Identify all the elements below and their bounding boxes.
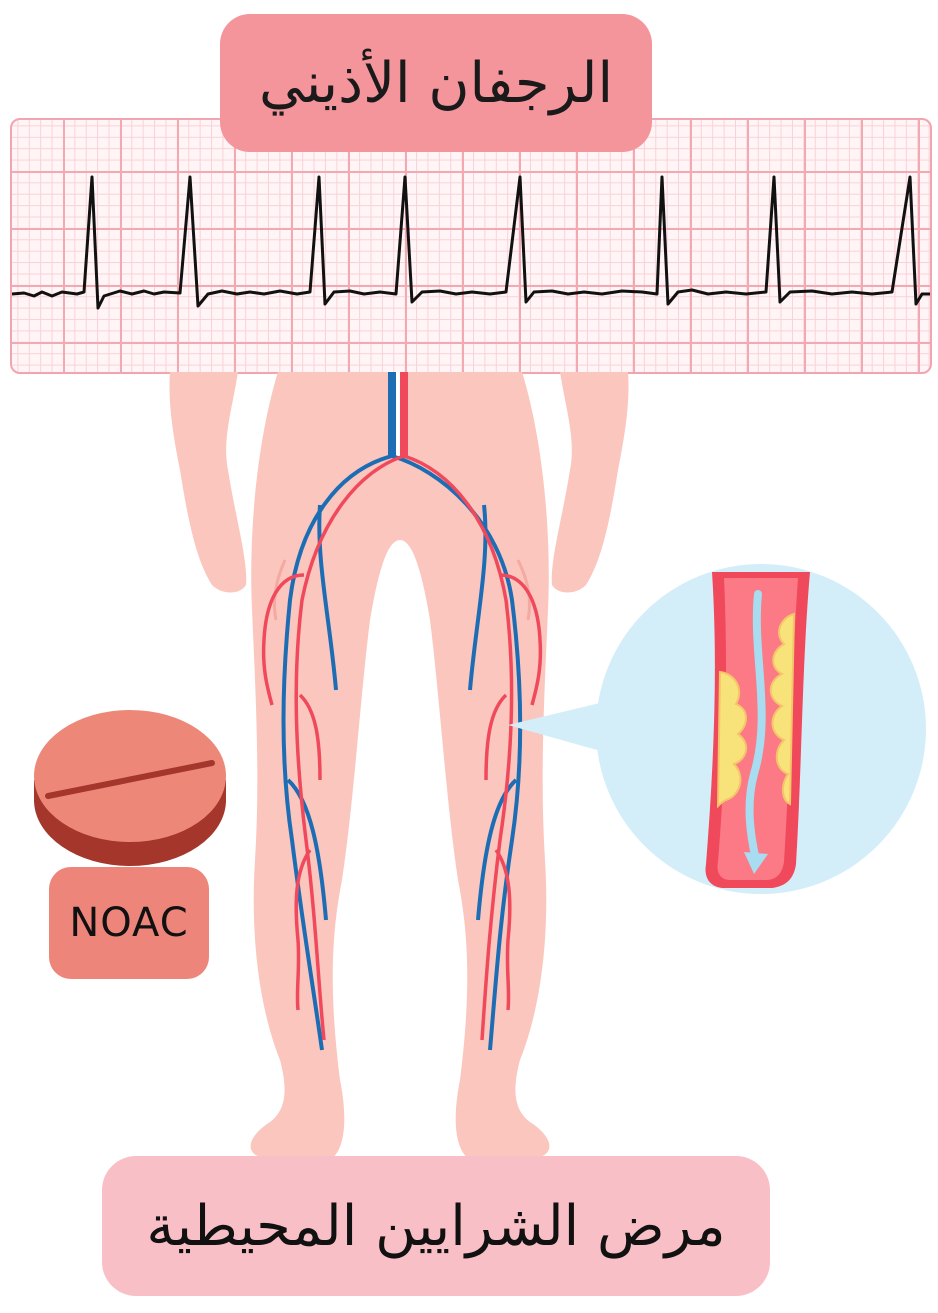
drug-label: NOAC: [49, 867, 209, 979]
drug-label-text: NOAC: [69, 900, 189, 946]
page-title: الرجفان الأذيني: [258, 50, 614, 116]
right-arm: [551, 372, 629, 593]
legs-silhouette: [250, 372, 550, 1160]
title-banner: الرجفان الأذيني: [220, 14, 652, 152]
ecg-waveform-icon: [12, 175, 930, 310]
caption-banner: مرض الشرايين المحيطية: [102, 1156, 770, 1296]
caption-text: مرض الشرايين المحيطية: [146, 1193, 726, 1259]
pill-tablet-icon: [34, 710, 226, 866]
artery-plaque-icon: [705, 572, 810, 888]
veins: [281, 454, 523, 1051]
arteries: [261, 454, 543, 1041]
left-arm: [169, 372, 247, 593]
ecg-strip: [10, 118, 932, 374]
